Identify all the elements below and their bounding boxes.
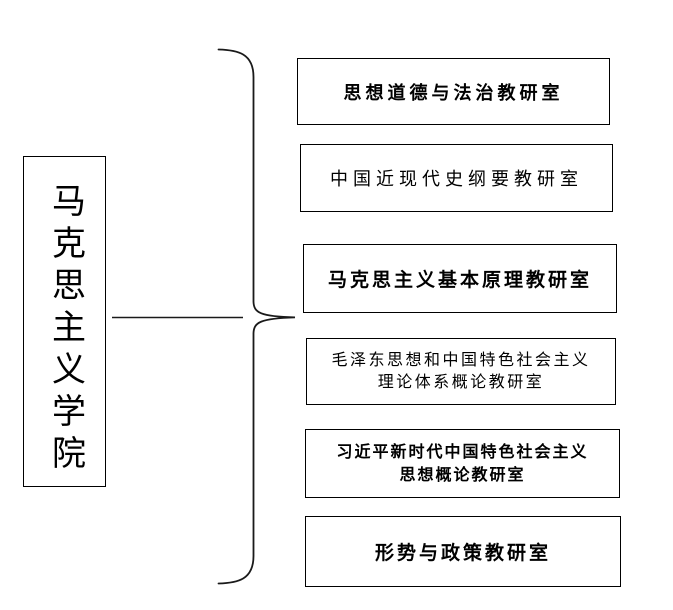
branch-label: 习近平新时代中国特色社会主义 思想概论教研室 (336, 443, 589, 484)
branch-box-basic-principles-marxism: 马克思主义基本原理教研室 (303, 244, 617, 313)
root-label: 马克思主义学院 (46, 182, 84, 477)
branch-label: 马克思主义基本原理教研室 (327, 270, 592, 291)
branch-label: 毛泽东思想和中国特色社会主义 理论体系概论教研室 (331, 351, 591, 391)
branch-box-situation-policy: 形势与政策教研室 (305, 516, 621, 587)
branch-box-mao-zedong-thought: 毛泽东思想和中国特色社会主义 理论体系概论教研室 (306, 338, 616, 405)
branch-label: 形势与政策教研室 (374, 543, 551, 564)
branch-box-modern-chinese-history: 中国近现代史纲要教研室 (300, 144, 613, 212)
curly-brace (217, 48, 296, 585)
branch-box-xi-jinping-thought: 习近平新时代中国特色社会主义 思想概论教研室 (305, 429, 620, 498)
root-box: 马克思主义学院 (23, 156, 106, 487)
branch-box-ideology-morality-law: 思想道德与法治教研室 (297, 58, 610, 125)
branch-label: 思想道德与法治教研室 (343, 82, 564, 103)
branch-label: 中国近现代史纲要教研室 (330, 169, 583, 189)
